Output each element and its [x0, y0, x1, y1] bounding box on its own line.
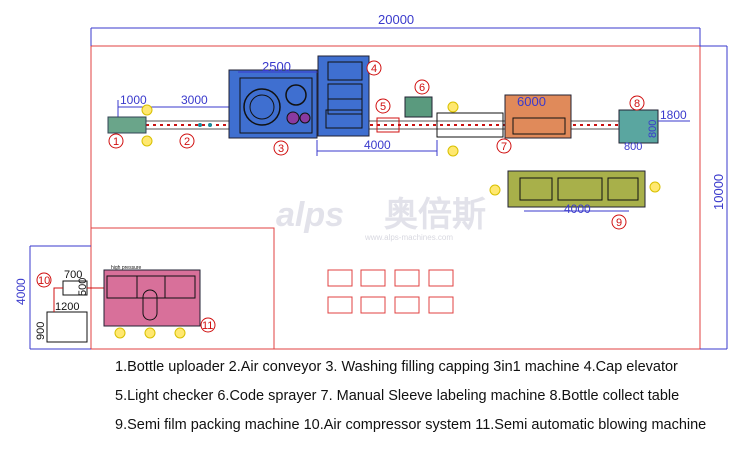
dim-800-label: 800 [624, 141, 642, 153]
dim-4000-conveyor [316, 140, 438, 156]
small-label: high pressure [111, 265, 142, 271]
operator-icon [489, 184, 501, 196]
machine-8-bottle-collect-table [618, 109, 659, 144]
machine-6-code-sprayer [404, 96, 433, 118]
rotary-washer [243, 88, 281, 126]
machine-9-film-packing [507, 170, 646, 208]
operator-icon [174, 327, 186, 339]
marker-3: 3 [278, 143, 284, 155]
operator-icon [114, 327, 126, 339]
dim-2500-label: 2500 [262, 59, 291, 74]
storage-pallets [327, 269, 454, 314]
dim-1800-label: 1800 [660, 108, 687, 122]
operator-icon [447, 101, 459, 113]
dim-800b-label: 800 [647, 120, 659, 138]
watermark-cn: 奥倍斯 [384, 196, 486, 234]
marker-6: 6 [419, 82, 425, 94]
dim-500-label: 500 [77, 278, 89, 296]
operator-icon [141, 104, 153, 116]
dim-1000-label: 1000 [120, 93, 147, 107]
watermark-brand: alps [276, 196, 344, 234]
legend-line-2: 5.Light checker 6.Code sprayer 7. Manual… [115, 388, 680, 404]
dim-room-height [29, 245, 91, 350]
capper-wheel [286, 111, 300, 125]
operator-icon [141, 135, 153, 147]
compressor-room-outline [91, 227, 275, 349]
dim-3000-label: 3000 [181, 93, 208, 107]
dim-4000-conveyor-label: 4000 [364, 138, 391, 152]
watermark-url: www.alps-machines.com [364, 233, 453, 242]
marker-7: 7 [501, 141, 507, 153]
marker-10: 10 [38, 275, 50, 287]
machine-3-washing-filling-capping [228, 69, 318, 139]
marker-9: 9 [616, 217, 622, 229]
room-outline [90, 45, 701, 350]
dim-6000-label: 6000 [517, 94, 546, 109]
compressor-tank [46, 311, 88, 343]
machine-7-sleeve-labeling [504, 94, 572, 139]
legend-line-3: 9.Semi film packing machine 10.Air compr… [115, 417, 707, 433]
dim-room-height-label: 4000 [14, 278, 28, 305]
dim-1200-label: 1200 [55, 301, 79, 313]
marker-2: 2 [184, 136, 190, 148]
air-valve [208, 123, 212, 127]
machine-1-bottle-uploader [107, 116, 147, 134]
dim-4000-film-label: 4000 [564, 202, 591, 216]
dim-total-length [90, 27, 701, 46]
machine-5-light-checker [376, 117, 400, 133]
air-valve [198, 123, 202, 127]
operator-icon [649, 181, 661, 193]
dim-700-label: 700 [64, 269, 82, 281]
marker-4: 4 [371, 63, 377, 75]
dim-900-label: 900 [35, 322, 47, 340]
operator-icon [447, 145, 459, 157]
dim-1000 [117, 100, 146, 118]
marker-5: 5 [380, 101, 386, 113]
dim-total-width-label: 10000 [711, 174, 726, 210]
marker-8: 8 [634, 98, 640, 110]
operator-icon [144, 327, 156, 339]
marker-1: 1 [113, 136, 119, 148]
marker-11: 11 [202, 320, 213, 332]
rotary-filler [285, 84, 307, 106]
dim-total-width [700, 45, 728, 350]
legend-line-1: 1.Bottle uploader 2.Air conveyor 3. Wash… [115, 359, 678, 375]
dim-total-length-label: 20000 [378, 12, 414, 27]
